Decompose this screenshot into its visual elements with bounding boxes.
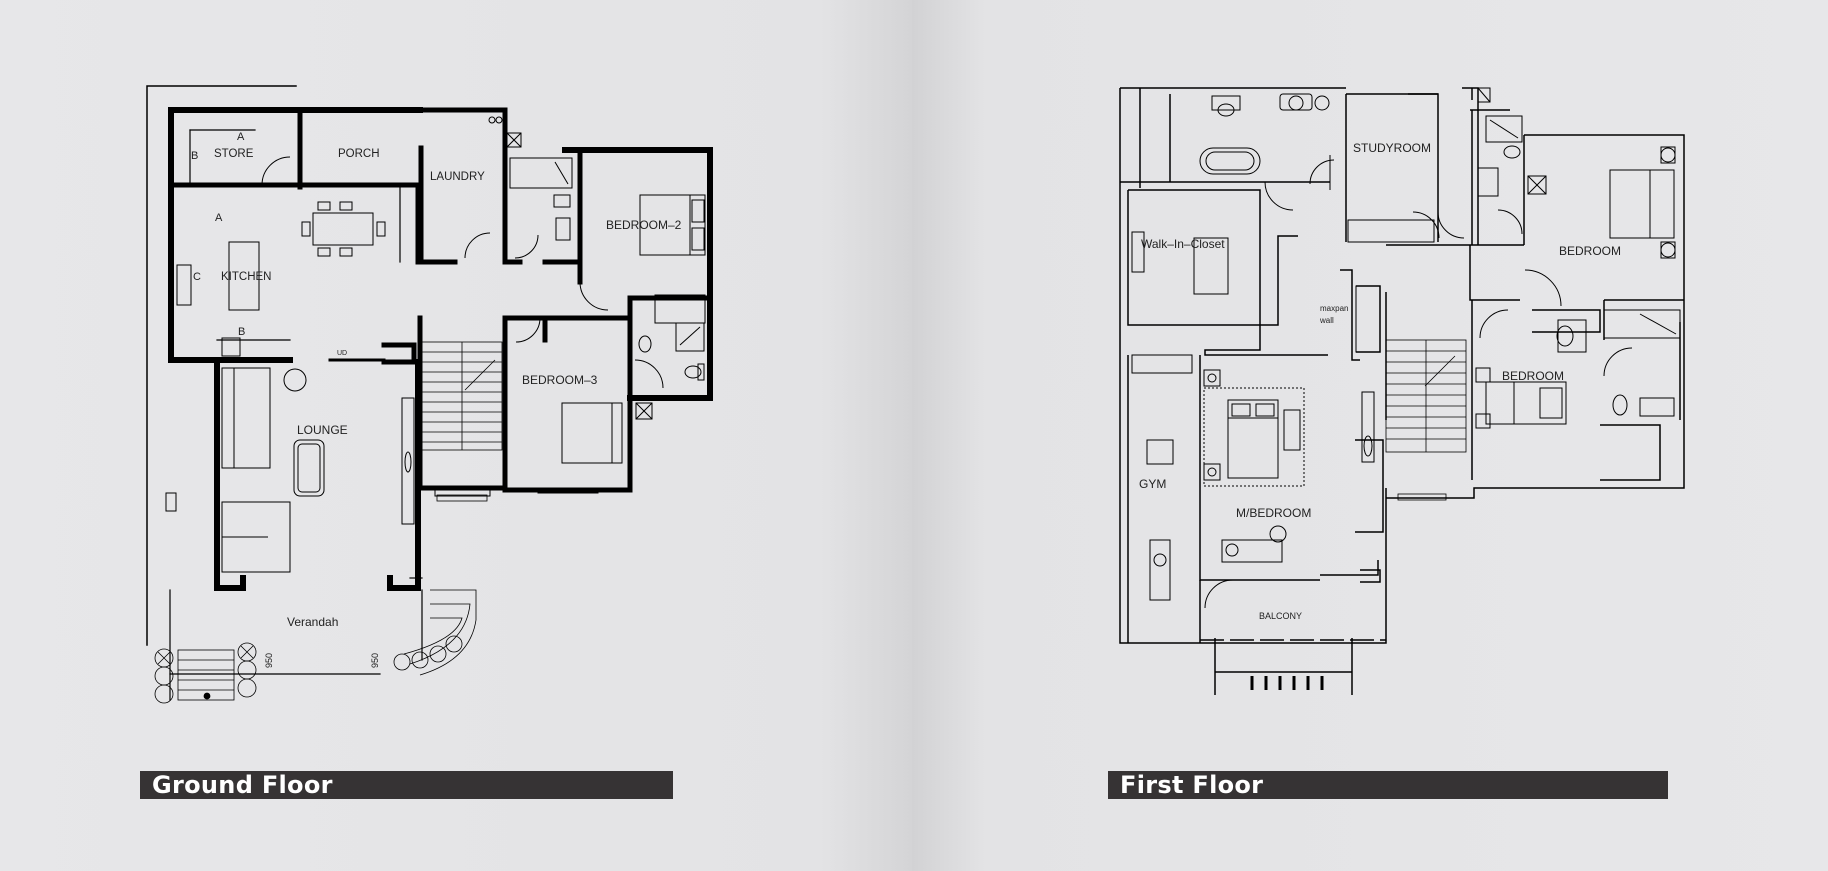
mark-a1: A [237,131,245,143]
label-kitchen: KITCHEN [221,271,271,283]
ground-floor-labels: A B STORE PORCH LAUNDRY BEDROOM–2 A C KI… [191,131,682,668]
label-bedroom-3: BEDROOM–3 [522,373,598,387]
ground-floor-stairs [177,341,503,701]
mark-a2: A [215,212,223,224]
bed-bedroom3 [561,402,623,464]
mark-b2: B [238,326,245,338]
kitchen-island [228,241,260,311]
stove [221,337,241,357]
label-bedroom-2: BEDROOM–2 [606,218,682,232]
first-floor-title: First Floor [1108,771,1668,799]
ground-floor-title: Ground Floor [140,771,673,799]
label-porch: PORCH [338,148,380,160]
coffee-table [293,439,325,497]
label-laundry: LAUNDRY [430,171,485,183]
kitchen-sink [176,264,192,306]
lounge-sofa-1 [221,367,271,469]
label-verandah: Verandah [287,615,338,629]
bed-bedroom2 [639,194,706,256]
right-page [912,0,1828,871]
bathtub [509,157,573,189]
mark-b1: B [191,150,198,162]
label-store: STORE [214,148,254,160]
mark-c: C [193,271,201,283]
ground-floor-plan: A B STORE PORCH LAUNDRY BEDROOM–2 A C KI… [146,85,713,704]
ground-floor-plants [154,635,463,704]
mark-ud: UD [337,350,347,357]
dim-950-left: 950 [264,653,274,668]
dim-950-right: 950 [370,653,380,668]
ground-floor-walls [146,85,713,701]
dining-table [312,212,374,246]
left-page [0,0,912,871]
ground-floor-doors [261,156,664,389]
ground-floor-fixtures [165,116,706,573]
label-lounge: LOUNGE [297,423,348,437]
